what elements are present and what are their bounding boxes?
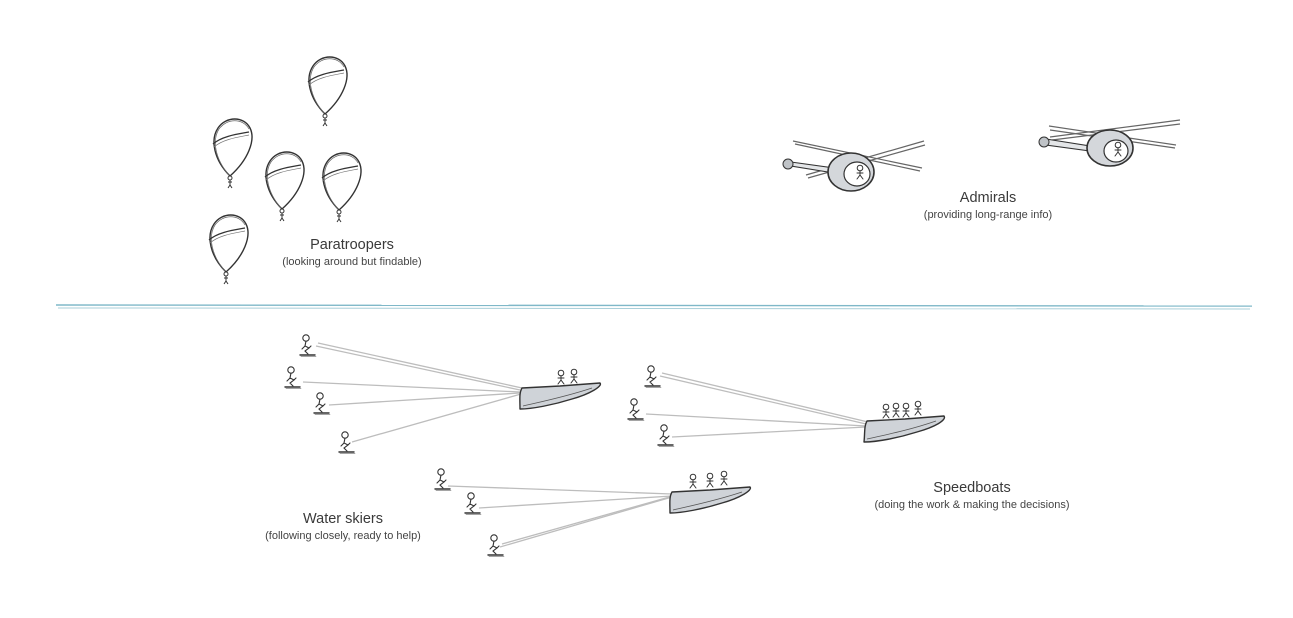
water-skier-icon [434, 468, 452, 492]
water-skiers-title: Water skiers [302, 511, 384, 527]
water-skier-icon [644, 365, 662, 389]
stick-figure-icon [902, 402, 910, 418]
parachute-icon [212, 118, 253, 189]
paratroopers-title: Paratroopers [310, 237, 394, 253]
paratroopers-subtitle: (looking around but findable) [282, 256, 422, 268]
speedboat-icon [863, 400, 946, 443]
tow-ropes [645, 372, 869, 438]
paratroopers-label: Paratroopers (looking around but findabl… [252, 236, 452, 270]
stick-figure-icon [570, 368, 578, 384]
water-skier-icon [313, 392, 331, 416]
speedboat-icon [669, 470, 752, 514]
helicopter-icon [1038, 119, 1181, 167]
stick-figure-icon [720, 470, 728, 486]
stick-figure-icon [914, 400, 922, 416]
water-skier-icon [338, 431, 356, 455]
water-skier-icon [464, 492, 482, 516]
parachute-icon [321, 152, 362, 223]
helicopter-icon [782, 140, 926, 192]
tow-ropes [302, 342, 523, 443]
parachute-icon [264, 151, 305, 222]
admirals-label: Admirals (providing long-range info) [888, 189, 1088, 223]
speedboats-label: Speedboats (doing the work & making the … [846, 479, 1098, 513]
parachute-icon [208, 214, 249, 285]
speedboat-icon [519, 368, 602, 410]
admirals-title: Admirals [959, 190, 1017, 206]
parachute-icon [307, 56, 348, 127]
stick-figure-icon [689, 473, 697, 489]
speedboats-title: Speedboats [933, 480, 1011, 496]
water-skier-icon [657, 424, 675, 448]
speedboats-subtitle: (doing the work & making the decisions) [874, 499, 1070, 511]
water-line [55, 304, 1253, 310]
water-skier-icon [284, 366, 302, 390]
stick-figure-icon [882, 403, 890, 419]
water-skier-icon [299, 334, 317, 358]
water-skier-icon [487, 534, 505, 558]
stick-figure-icon [892, 402, 900, 418]
stick-figure-icon [557, 369, 565, 385]
tow-ropes [447, 485, 674, 548]
stick-figure-icon [706, 472, 714, 488]
water-skier-icon [627, 398, 645, 422]
admirals-subtitle: (providing long-range info) [923, 209, 1053, 221]
water-skiers-subtitle: (following closely, ready to help) [265, 530, 421, 542]
water-skiers-label: Water skiers (following closely, ready t… [233, 510, 453, 544]
